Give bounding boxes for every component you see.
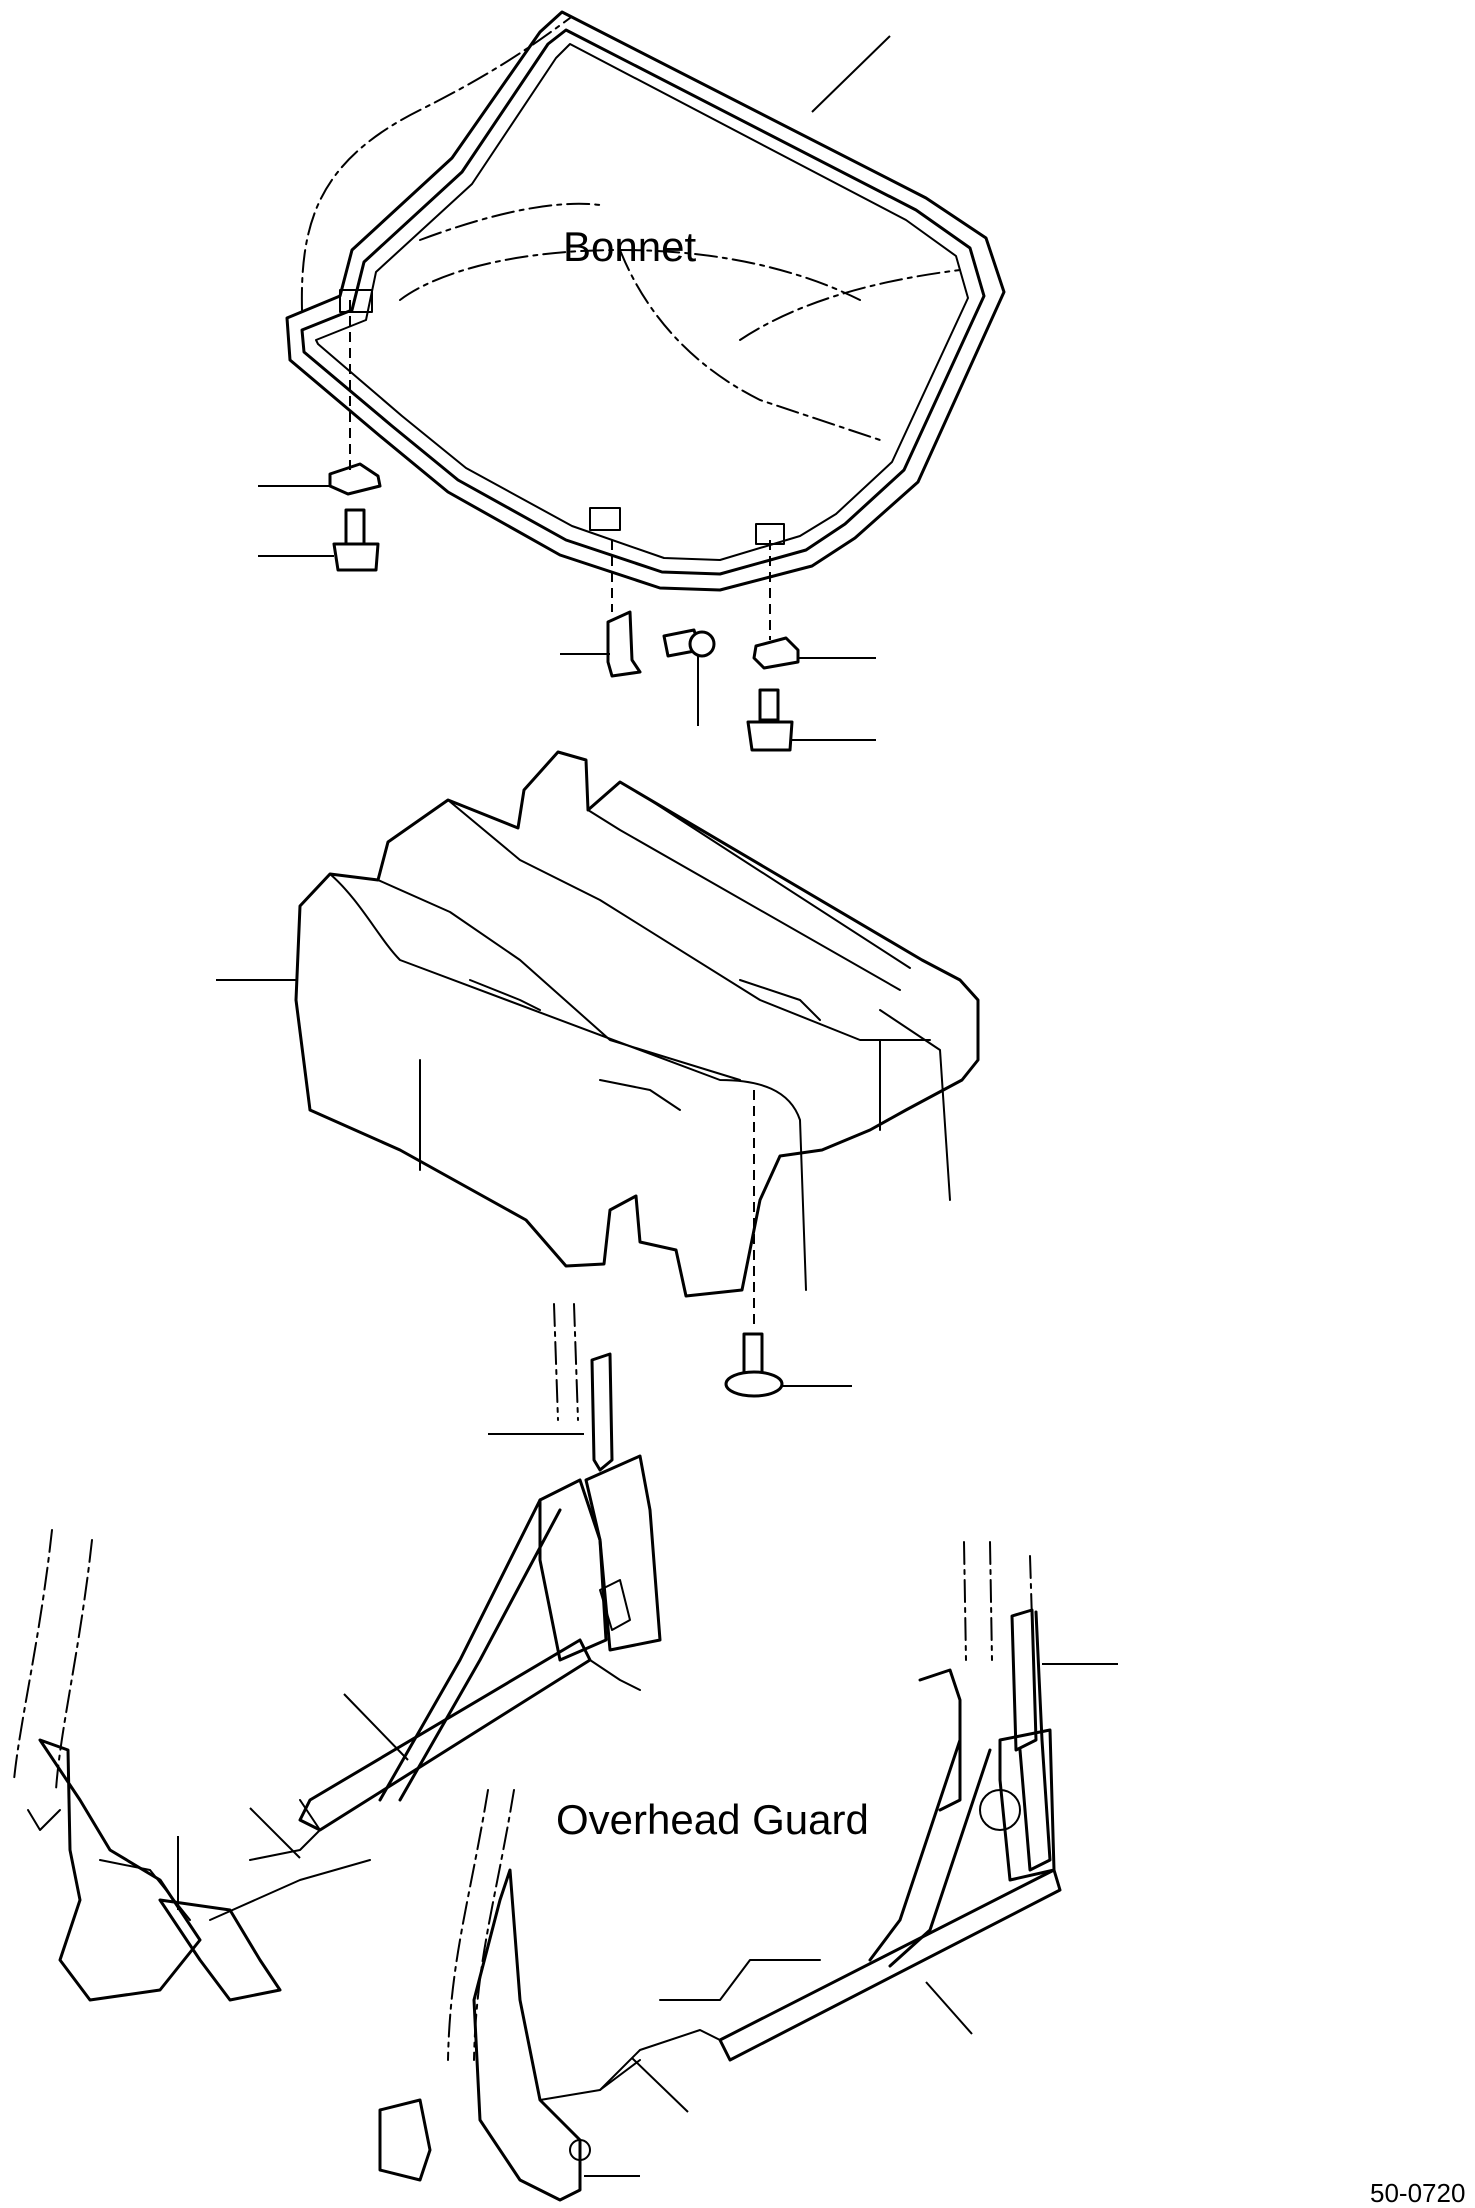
counterweight-bolt: [724, 1090, 784, 1398]
overhead-guard-drawing: [13, 1303, 1062, 2202]
figure-number: 50-0720: [1370, 2178, 1466, 2208]
counterweight-drawing: [294, 750, 980, 1298]
bonnet-hardware: [328, 300, 800, 752]
overhead-guard-label: Overhead Guard: [556, 1796, 869, 1843]
bonnet-label: Bonnet: [563, 223, 697, 270]
leader-lines: [177, 35, 1118, 2177]
bonnet-drawing: [285, 10, 1006, 592]
